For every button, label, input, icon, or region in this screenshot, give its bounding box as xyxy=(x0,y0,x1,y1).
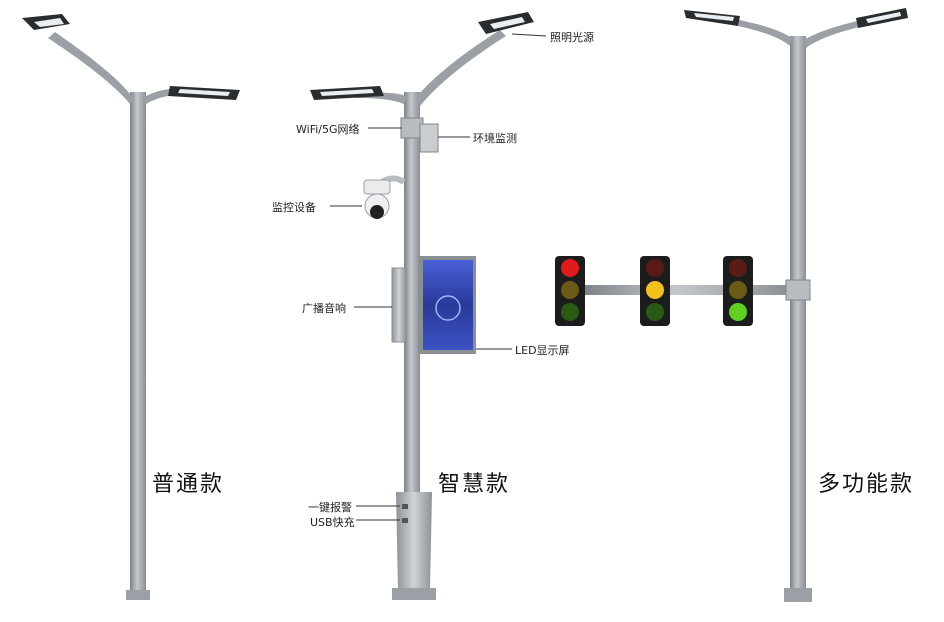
camera-housing xyxy=(363,179,391,195)
broadcast-speaker xyxy=(391,267,407,343)
multi-pole-base xyxy=(784,588,812,602)
smart-pole-base xyxy=(392,588,436,600)
label-usb: USB快充 xyxy=(310,516,355,529)
traffic-light-3-red xyxy=(729,259,747,277)
traffic-light-1 xyxy=(555,256,585,326)
label-alarm: 一键报警 xyxy=(308,501,352,514)
smart-pole-shaft xyxy=(404,92,420,492)
traffic-light-2-green xyxy=(646,303,664,321)
multi-lamp-lens-right xyxy=(866,12,901,23)
camera-lens xyxy=(370,205,384,219)
regular-lamp-lens-right xyxy=(178,89,230,96)
regular-pole-left-arm xyxy=(48,32,133,104)
traffic-light-1-green xyxy=(561,303,579,321)
caption-regular: 普通款 xyxy=(152,472,225,497)
regular-pole-base xyxy=(126,590,150,600)
label-monitor: 监控设备 xyxy=(272,201,316,214)
traffic-light-1-red xyxy=(561,259,579,277)
alarm-button xyxy=(402,504,408,509)
caption-smart: 智慧款 xyxy=(438,472,511,497)
environment-sensor xyxy=(419,123,439,153)
traffic-arm-bracket xyxy=(785,279,811,301)
traffic-light-2-yellow xyxy=(646,281,664,299)
smart-pole xyxy=(310,12,534,600)
smart-lamp-lens-left xyxy=(320,89,374,96)
multifunction-pole xyxy=(555,8,908,602)
traffic-light-2 xyxy=(640,256,670,326)
regular-pole-shaft xyxy=(130,92,146,598)
multi-lamp-lens-left xyxy=(694,13,734,21)
multi-pole-left-arm xyxy=(728,18,792,46)
smart-pole-cabinet xyxy=(396,492,432,590)
leader-lines xyxy=(330,33,547,521)
regular-lamp-lens-left xyxy=(34,18,64,27)
traffic-light-2-red xyxy=(646,259,664,277)
led-screen-display xyxy=(423,260,473,350)
leader-lighting xyxy=(511,33,547,37)
led-screen-logo xyxy=(435,295,461,321)
usb-port xyxy=(402,518,408,523)
smart-pole-right-arm xyxy=(416,30,506,106)
traffic-light-3 xyxy=(723,256,753,326)
traffic-light-1-yellow xyxy=(561,281,579,299)
label-wifi: WiFi/5G网络 xyxy=(296,123,360,136)
smart-lamp-lens-right xyxy=(490,17,525,29)
traffic-light-3-green xyxy=(729,303,747,321)
regular-pole xyxy=(22,14,240,600)
traffic-signal-arm xyxy=(582,285,792,295)
label-led-screen: LED显示屏 xyxy=(515,344,570,357)
label-lighting: 照明光源 xyxy=(550,31,594,44)
label-broadcast: 广播音响 xyxy=(302,302,346,315)
caption-multifunction: 多功能款 xyxy=(818,472,915,497)
traffic-light-3-yellow xyxy=(729,281,747,299)
label-environment: 环境监测 xyxy=(473,132,517,145)
multi-pole-shaft xyxy=(790,36,806,600)
